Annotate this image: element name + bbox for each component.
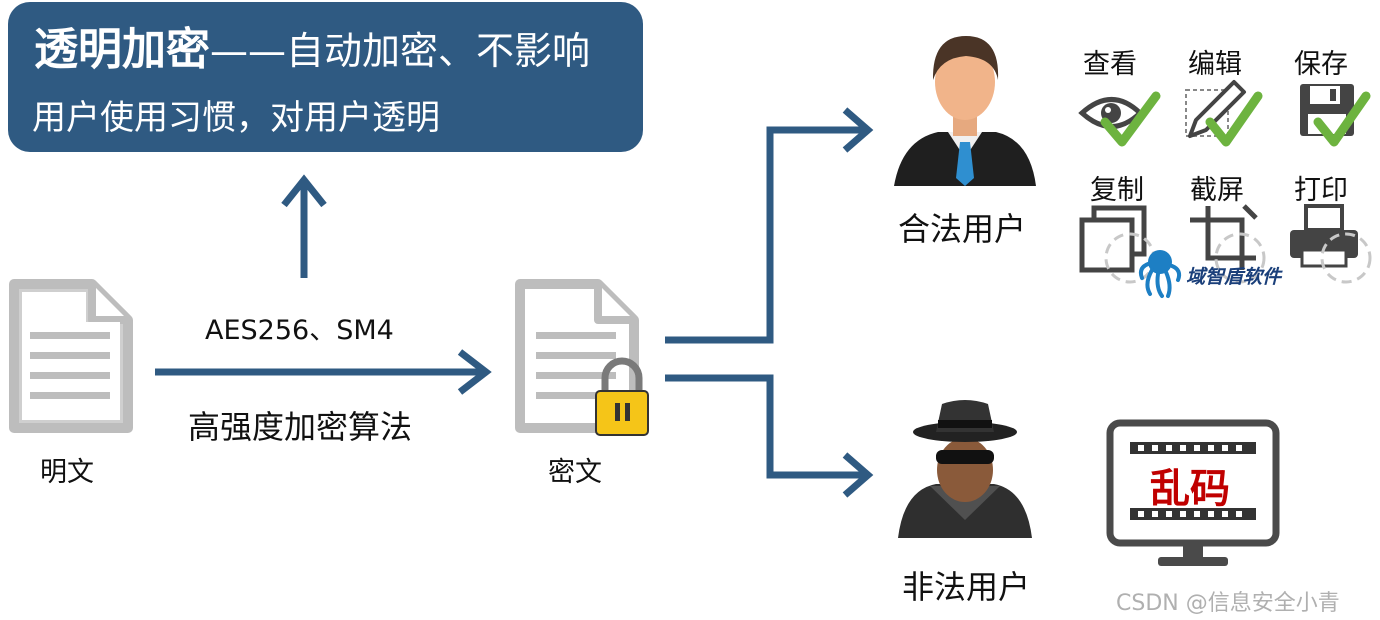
watermark: CSDN @信息安全小青 [1116,591,1340,616]
permission-view-label: 查看 [1083,49,1137,80]
legal-user-avatar [894,36,1036,186]
up-arrow [281,174,327,278]
check-icons [1100,91,1371,147]
plaintext-document-icon [9,279,133,433]
illegal-user-avatar [898,400,1032,538]
permission-edit-label: 编辑 [1188,49,1242,80]
crop-icon [1190,204,1258,270]
copy-icon [1079,205,1147,273]
title-banner: 透明加密——自动加密、不影响 用户使用习惯，对用户透明 [8,2,643,152]
permission-print-label: 打印 [1294,175,1348,206]
plaintext-label: 明文 [40,457,94,488]
banner-subtitle: ——自动加密、不影响 [210,29,591,73]
permission-save-label: 保存 [1294,49,1348,80]
branch-arrows [665,107,874,498]
algorithm-bottom-label: 高强度加密算法 [188,408,413,446]
ciphertext-label: 密文 [548,457,602,488]
encrypt-arrow [155,349,492,395]
pencil-icon [1185,80,1246,138]
algorithm-top-label: AES256、SM4 [205,315,394,346]
permission-copy-label: 复制 [1090,175,1144,206]
legal-user-label: 合法用户 [898,210,1027,248]
banner-line-2: 用户使用习惯，对用户透明 [32,98,440,138]
padlock-icon [595,357,649,436]
banner-line-1: 透明加密——自动加密、不影响 [34,24,590,77]
garbled-text: 乱码 [1150,465,1230,512]
permission-screenshot-label: 截屏 [1190,175,1244,206]
printer-icon [1290,204,1358,268]
monitor-icon [1106,419,1280,566]
floppy-disk-icon [1300,84,1354,136]
illegal-user-label: 非法用户 [902,568,1031,606]
brand-logo-text: 域智盾软件 [1186,266,1282,288]
banner-bold-title: 透明加密 [34,24,210,75]
octopus-logo-icon [1138,250,1182,298]
